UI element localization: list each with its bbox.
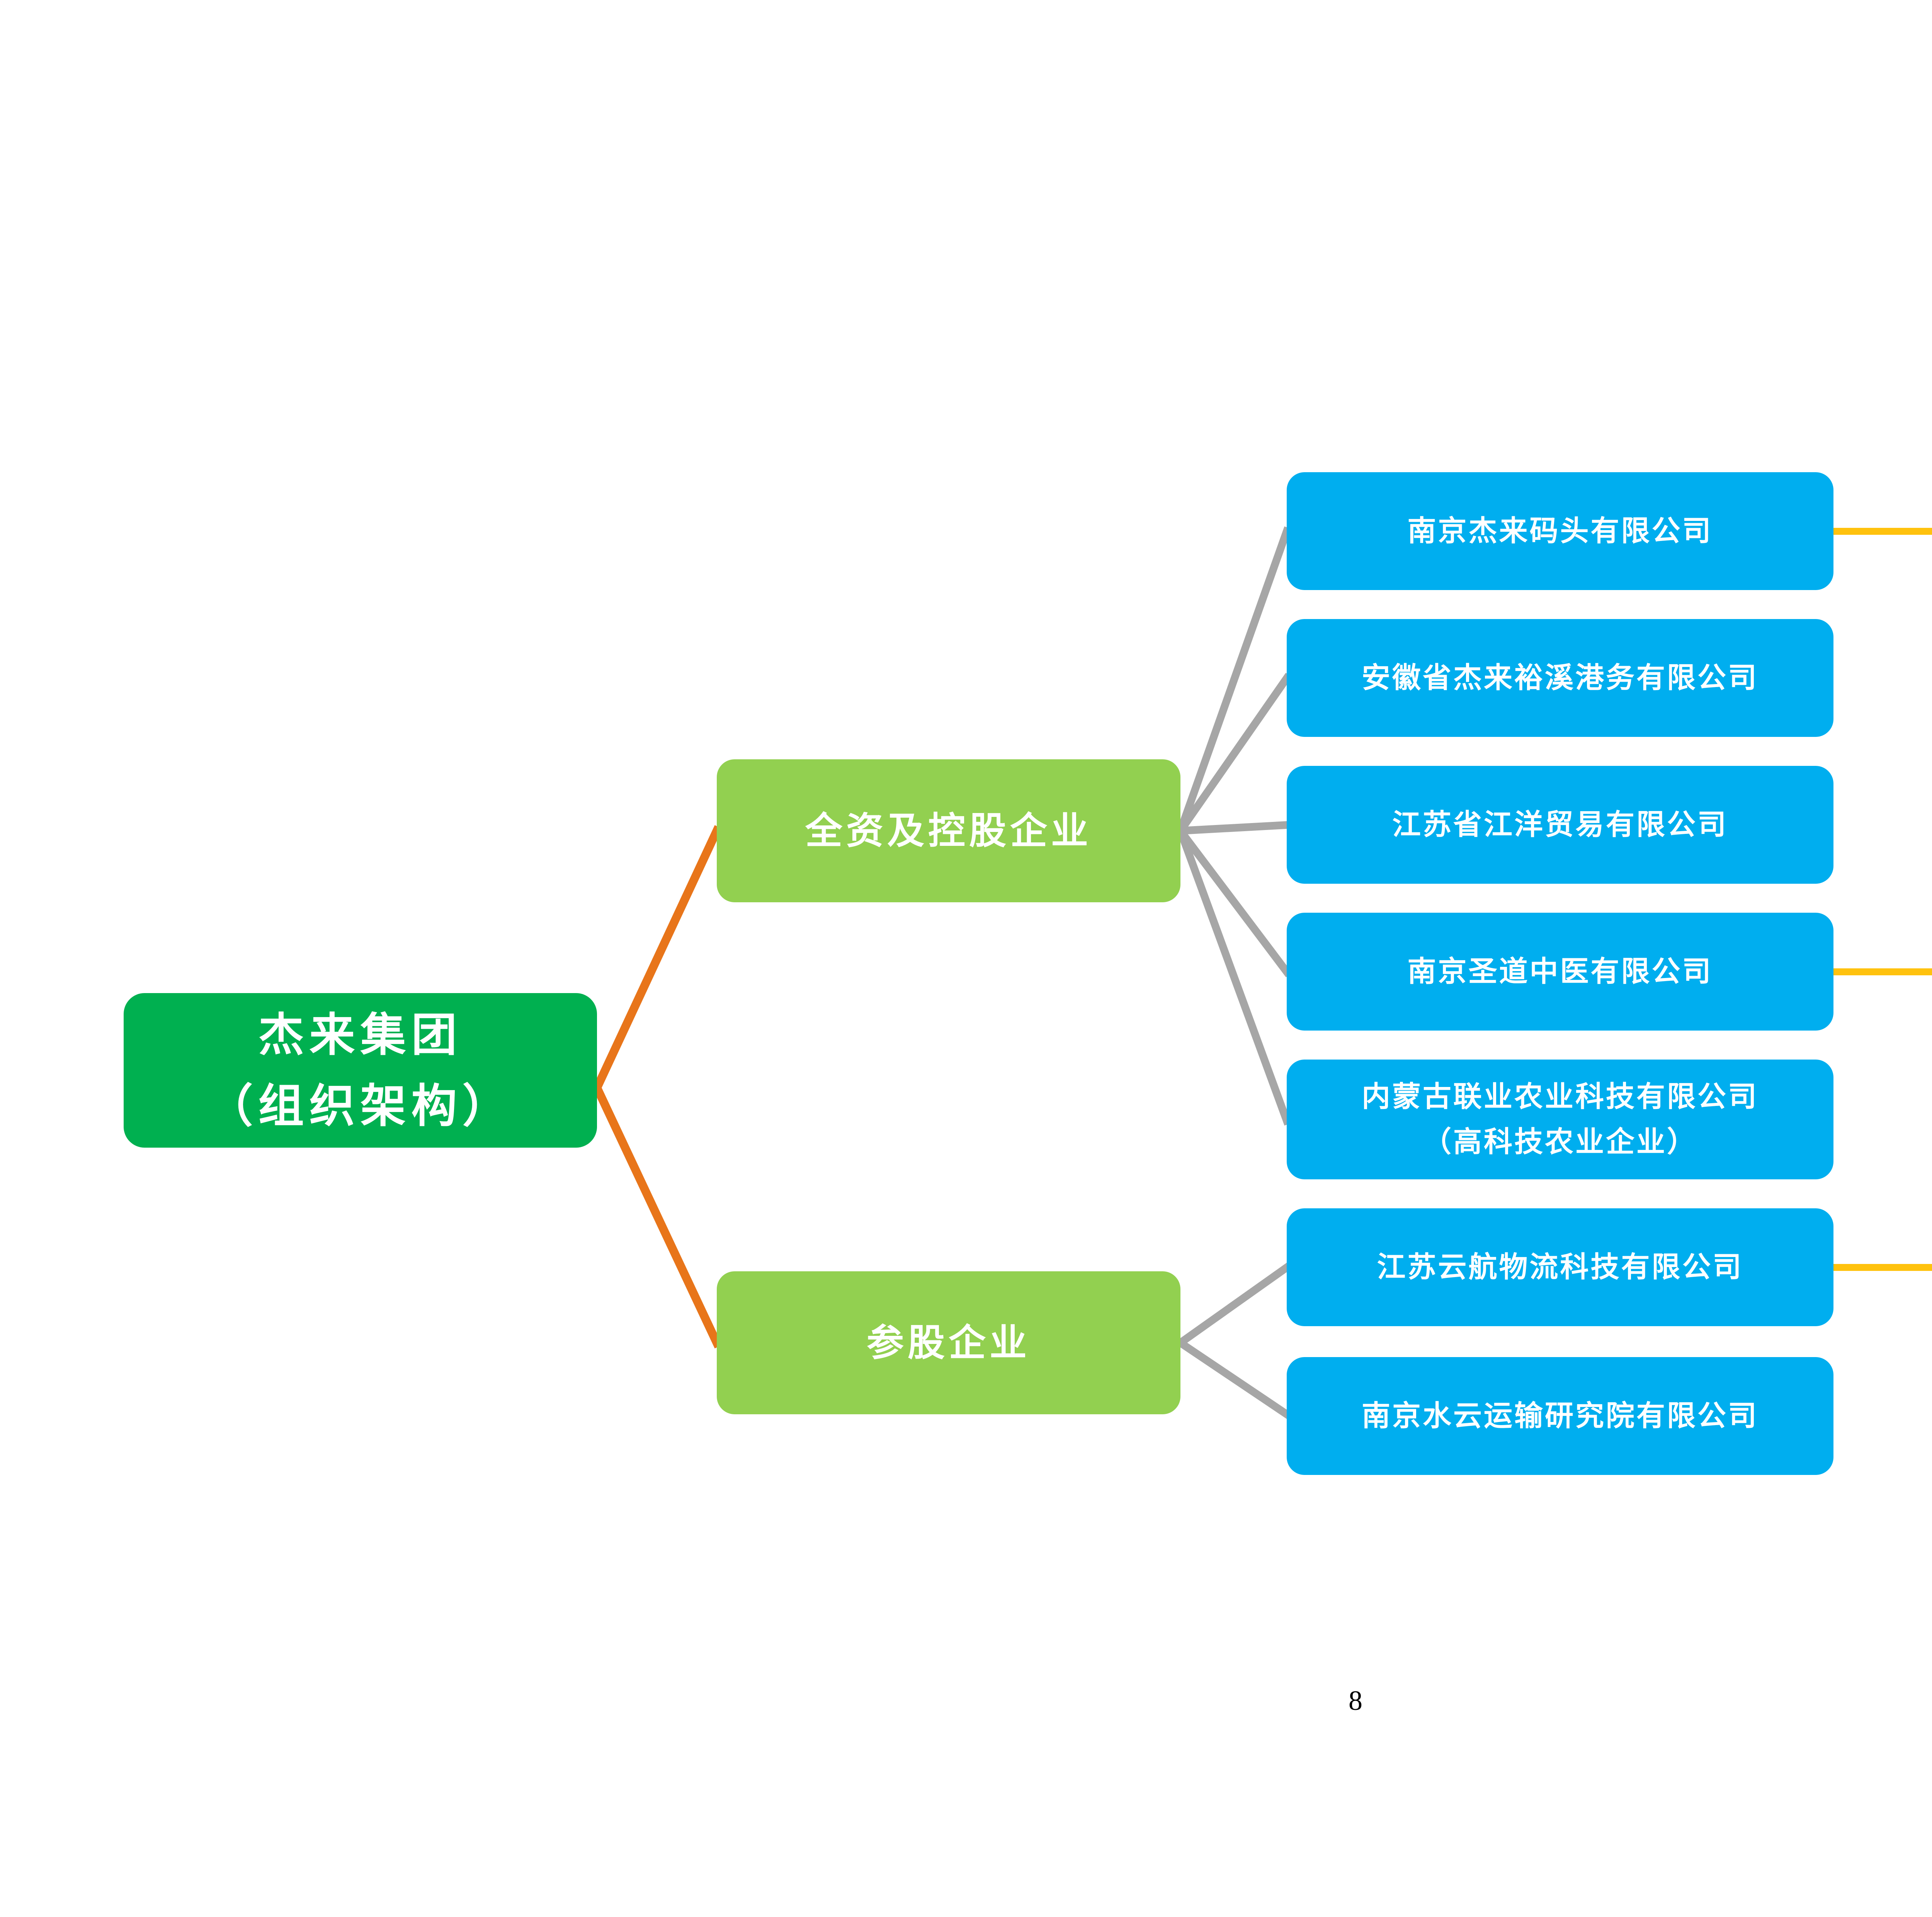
node-root[interactable]: 杰来集团 （组织架构） [124,993,597,1148]
node-subsidiary-3[interactable]: 江苏省江洋贸易有限公司 [1287,766,1833,884]
connector-root-to-category-2 [591,1082,723,1349]
connector-root-to-category-1 [591,825,723,1094]
node-subsidiary-5-label-line2: （高科技农业企业） [1423,1125,1697,1158]
node-subsidiary-1[interactable]: 南京杰来码头有限公司 [1287,472,1833,590]
node-category-1[interactable]: 全资及控股企业 [717,759,1180,902]
node-category-2[interactable]: 参股企业 [717,1271,1180,1414]
node-subsidiary-1-label: 南京杰来码头有限公司 [1407,514,1713,548]
node-category-2-label: 参股企业 [867,1321,1031,1364]
node-subsidiary-2[interactable]: 安徽省杰来裕溪港务有限公司 [1287,619,1833,737]
node-subsidiary-6-label: 江苏云航物流科技有限公司 [1377,1250,1743,1284]
node-subsidiary-5[interactable]: 内蒙古联业农业科技有限公司 （高科技农业企业） [1287,1060,1833,1179]
connector-category-2-to-sub-7 [1175,1337,1292,1420]
connector-category-1-to-sub-4 [1175,825,1293,978]
connector-category-1-to-sub-3 [1176,821,1291,835]
connector-category-2-to-sub-6 [1175,1262,1292,1348]
node-root-label-line2: （组织架构） [207,1079,514,1133]
node-category-1-label: 全资及控股企业 [805,809,1092,852]
node-subsidiary-7[interactable]: 南京水云运输研究院有限公司 [1287,1357,1833,1475]
node-subsidiary-3-label: 江苏省江洋贸易有限公司 [1392,808,1728,841]
node-subsidiary-5-label-line1: 内蒙古联业农业科技有限公司 [1362,1080,1759,1113]
node-subsidiary-4-label: 南京圣道中医有限公司 [1407,954,1713,988]
node-subsidiary-6[interactable]: 江苏云航物流科技有限公司 [1287,1208,1833,1326]
connector-category-1-to-sub-5 [1175,826,1292,1126]
node-subsidiary-4[interactable]: 南京圣道中医有限公司 [1287,913,1833,1031]
node-subsidiary-2-label: 安徽省杰来裕溪港务有限公司 [1362,661,1759,694]
page-number: 8 [1349,1685,1362,1716]
connector-category-1-to-sub-2 [1175,673,1292,836]
connector-category-1-to-sub-1 [1175,526,1292,836]
node-subsidiary-7-label: 南京水云运输研究院有限公司 [1362,1399,1759,1432]
node-root-label-line1: 杰来集团 [258,1008,463,1061]
